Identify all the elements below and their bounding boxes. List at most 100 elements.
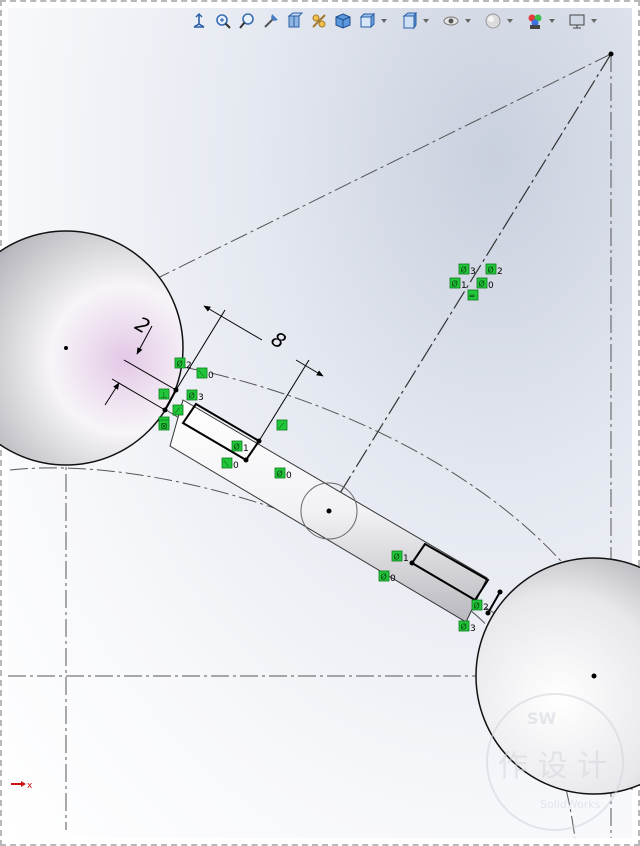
display-style-icon[interactable]: [356, 10, 378, 32]
sketch-point: [485, 610, 491, 616]
origin-axis-indicator: x: [11, 781, 33, 790]
dynamic-annotation-icon[interactable]: [308, 10, 330, 32]
relation-glyph: Ø: [461, 265, 467, 275]
sketch-point: [591, 673, 597, 679]
sphere-left[interactable]: [0, 230, 184, 466]
relation-number: 1: [461, 281, 467, 291]
section-view-icon[interactable]: [284, 10, 306, 32]
relation-glyph: Ø: [452, 279, 458, 289]
dimension-extension-line: [258, 359, 310, 442]
chevron-down-icon[interactable]: [380, 10, 388, 32]
relation-glyph: Ø: [479, 279, 485, 289]
watermark-brand: SolidWorks: [540, 798, 601, 811]
relation-number: 2: [497, 267, 503, 277]
centerline: [328, 53, 612, 512]
chevron-down-icon[interactable]: [506, 10, 514, 32]
relation-glyph: ⟋: [279, 422, 285, 431]
relation-number: 2: [186, 361, 192, 371]
chevron-down-icon[interactable]: [422, 10, 430, 32]
relation-glyph: Ø: [488, 265, 494, 275]
sketch-point: [409, 560, 415, 566]
relation-number: 0: [390, 574, 396, 584]
relation-glyph: Ø: [474, 601, 480, 611]
relation-number: 3: [198, 393, 204, 403]
dimension-line: [203, 305, 263, 341]
chevron-down-icon[interactable]: [548, 10, 556, 32]
zoom-to-area-icon[interactable]: [236, 10, 258, 32]
relation-glyph: Ø: [177, 359, 183, 369]
relation-number: 2: [483, 603, 489, 613]
relation-number: 0: [208, 371, 214, 381]
relation-glyph: Ø: [189, 391, 195, 401]
chevron-down-icon[interactable]: [464, 10, 472, 32]
relation-glyph: Ø: [234, 442, 240, 452]
sketch-point: [243, 457, 249, 463]
watermark-ring: [486, 693, 624, 831]
hide-show-items-icon[interactable]: [398, 10, 420, 32]
dimension-line: [136, 325, 153, 355]
relation-number: 1: [403, 554, 409, 564]
relation-badge[interactable]: ⟍0: [221, 457, 239, 471]
heads-up-view-toolbar: [188, 8, 598, 34]
relation-glyph: ⟋: [175, 407, 181, 416]
relation-number: 0: [233, 461, 239, 471]
relation-number: 0: [286, 471, 292, 481]
center-circle[interactable]: [300, 482, 358, 540]
center-point[interactable]: [326, 508, 332, 514]
dimension-value-length: 8: [267, 327, 290, 354]
relation-badge[interactable]: ═: [467, 289, 479, 301]
relation-glyph: ⊥: [161, 391, 168, 400]
sphere-right[interactable]: [475, 557, 640, 795]
relation-glyph: Ø: [394, 552, 400, 562]
relation-badge[interactable]: ⟋: [276, 419, 288, 431]
watermark-chars: 作 设 计: [498, 749, 607, 784]
apply-scene-icon[interactable]: [482, 10, 504, 32]
relation-glyph: ═: [469, 292, 475, 301]
zoom-to-fit-icon[interactable]: [212, 10, 234, 32]
relation-number: 0: [488, 281, 494, 291]
relation-badge[interactable]: ⟋: [172, 404, 184, 416]
sketch-point: [64, 346, 68, 350]
relation-badge[interactable]: ⊥: [158, 388, 170, 400]
edit-appearance-icon[interactable]: [440, 10, 462, 32]
relation-glyph: Ø: [277, 469, 283, 479]
previous-view-icon[interactable]: [260, 10, 282, 32]
dimension-line: [104, 382, 120, 406]
relation-glyph: Ø: [381, 572, 387, 582]
monitor-icon[interactable]: [566, 10, 588, 32]
relation-number: 3: [470, 624, 476, 634]
watermark-badge: SW: [527, 709, 557, 728]
view-orientation-icon[interactable]: [188, 10, 210, 32]
origin-axis-label: x: [27, 781, 33, 790]
relation-glyph: Ø: [461, 622, 467, 632]
relation-glyph: ⊠: [161, 422, 168, 431]
rod-end-left[interactable]: [164, 389, 177, 411]
view-orientation-cube-icon[interactable]: [332, 10, 354, 32]
sketch-point: [497, 589, 503, 595]
relation-glyph: ⟍: [224, 460, 230, 469]
relation-badge[interactable]: ⟍0: [196, 367, 214, 381]
relation-glyph: ⟍: [199, 370, 205, 379]
chevron-down-icon[interactable]: [590, 10, 598, 32]
view-settings-icon[interactable]: [524, 10, 546, 32]
sketch-point: [608, 51, 614, 57]
rod-end-right[interactable]: [487, 591, 501, 614]
watermark: SW 作 设 计 SolidWorks: [486, 693, 624, 831]
relation-badge[interactable]: ⊠: [158, 419, 170, 431]
dimension-extension-line: [175, 309, 226, 391]
relation-number: 3: [470, 267, 476, 277]
